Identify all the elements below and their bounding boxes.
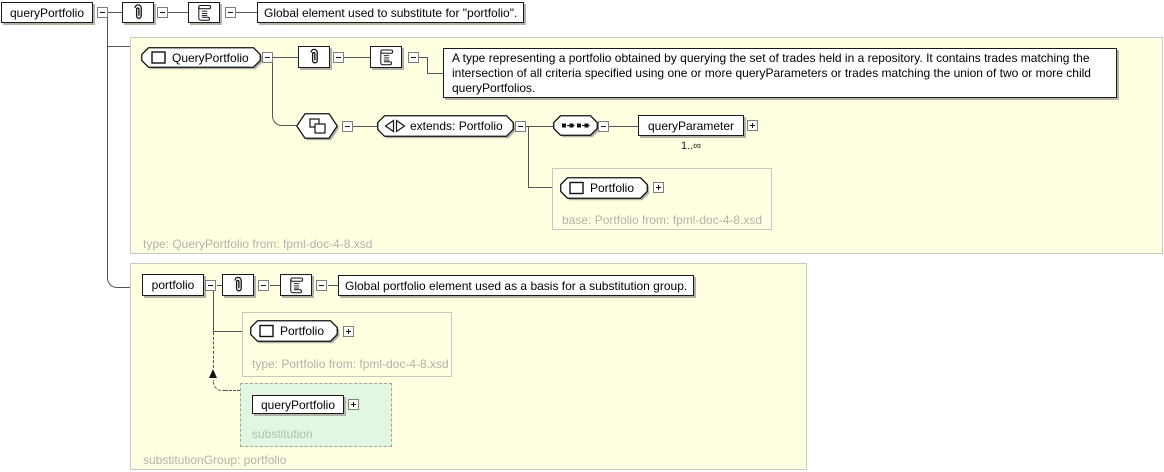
substitution-box	[240, 383, 392, 447]
overlapping-squares-icon	[309, 118, 326, 134]
extension-icon	[384, 119, 406, 133]
type-caption: type: Portfolio from: fpml-doc-4-8.xsd	[252, 357, 449, 371]
complextype-shape-portfolio[interactable]: Portfolio	[250, 320, 341, 345]
connector-line	[609, 126, 638, 127]
element-box-portfolio[interactable]: portfolio	[142, 274, 204, 296]
connector-line	[526, 126, 553, 127]
type-container	[242, 312, 452, 377]
connector-line	[353, 126, 377, 127]
connector-line	[213, 332, 214, 368]
documentation-icon-box[interactable]	[280, 274, 312, 296]
complextype-icon	[259, 324, 274, 338]
type-section-caption: type: QueryPortfolio from: fpml-doc-4-8.…	[143, 237, 373, 251]
collapse-toggle[interactable]	[342, 121, 353, 132]
connector-line	[528, 187, 552, 188]
collapse-toggle[interactable]	[97, 7, 108, 18]
annotation-text-box: Global element used to substitute for "p…	[257, 2, 525, 23]
connector-line	[107, 277, 120, 288]
base-type-container	[552, 168, 772, 230]
collapse-toggle[interactable]	[316, 280, 327, 291]
collapse-toggle[interactable]	[515, 121, 526, 132]
expand-toggle[interactable]	[653, 182, 664, 193]
scroll-icon	[198, 5, 212, 21]
expand-toggle[interactable]	[747, 120, 758, 131]
type-name: Portfolio	[280, 324, 325, 338]
annotation-text: Global element used to substitute for "p…	[264, 5, 518, 20]
base-type-caption: base: Portfolio from: fpml-doc-4-8.xsd	[562, 213, 763, 227]
element-box-queryparameter[interactable]: queryParameter	[638, 115, 744, 136]
connector-line	[273, 57, 298, 58]
documentation-icon-box[interactable]	[188, 2, 220, 23]
complextype-shape-queryportfolio[interactable]: QueryPortfolio	[141, 47, 264, 71]
paperclip-icon	[310, 48, 318, 64]
collapse-toggle[interactable]	[258, 280, 269, 291]
connector-line	[225, 390, 240, 391]
type-name: QueryPortfolio	[172, 50, 249, 65]
connector-line	[328, 285, 338, 286]
connector-line	[272, 63, 273, 116]
connector-line	[168, 12, 188, 13]
complextype-icon	[151, 51, 166, 64]
type-name: Portfolio	[590, 181, 635, 195]
annotation-text-box: Global portfolio element used as a basis…	[338, 275, 695, 296]
derivation-indicator[interactable]	[295, 113, 341, 142]
connector-line	[272, 116, 284, 126]
substitution-arrow-icon	[209, 369, 217, 378]
element-label: queryPortfolio	[260, 397, 336, 412]
collapse-toggle[interactable]	[408, 52, 419, 63]
connector-line	[528, 126, 529, 187]
connector-line	[344, 57, 370, 58]
element-label: portfolio	[151, 278, 195, 292]
collapse-toggle[interactable]	[205, 280, 216, 291]
element-label: queryPortfolio	[9, 5, 85, 20]
scroll-icon	[380, 49, 394, 66]
collapse-toggle[interactable]	[225, 7, 236, 18]
paperclip-icon	[234, 276, 242, 292]
connector-line	[217, 285, 222, 286]
annotation-text: A type representing a portfolio obtained…	[452, 51, 1091, 95]
element-box-queryportfolio-substitution[interactable]: queryPortfolio	[252, 395, 344, 414]
scroll-icon	[290, 277, 304, 294]
connector-line	[119, 287, 130, 288]
connector-line	[108, 12, 122, 13]
annotation-text-box: A type representing a portfolio obtained…	[443, 48, 1117, 98]
connector-line	[270, 285, 280, 286]
substitution-caption: substitution	[252, 427, 313, 441]
extension-shape[interactable]: extends: Portfolio	[377, 115, 517, 140]
paperclip-icon	[134, 4, 142, 19]
sequence-icon	[562, 123, 590, 128]
connector-line	[419, 57, 428, 58]
connector-line	[213, 291, 214, 331]
complextype-icon	[569, 181, 584, 195]
connector-line	[236, 12, 257, 13]
connector-line	[213, 380, 226, 391]
annotation-icon-box[interactable]	[298, 46, 330, 68]
connector-line	[427, 57, 428, 74]
complextype-shape-portfolio-base[interactable]: Portfolio	[560, 177, 651, 202]
collapse-toggle[interactable]	[157, 7, 168, 18]
connector-line	[107, 12, 108, 277]
connector-line	[427, 73, 443, 74]
collapse-toggle[interactable]	[598, 121, 609, 132]
substitutiongroup-caption: substitutionGroup: portfolio	[143, 453, 287, 467]
extension-label: extends: Portfolio	[410, 119, 503, 133]
annotation-icon-box[interactable]	[122, 2, 154, 23]
collapse-toggle[interactable]	[262, 52, 273, 63]
connector-line	[283, 125, 296, 126]
collapse-toggle[interactable]	[333, 52, 344, 63]
connector-line	[213, 331, 242, 332]
connector-line	[108, 46, 130, 47]
documentation-icon-box[interactable]	[370, 46, 402, 68]
element-box-queryportfolio[interactable]: queryPortfolio	[1, 2, 93, 23]
expand-toggle[interactable]	[348, 399, 359, 410]
occurrence-label: 1..∞	[680, 140, 702, 152]
annotation-text: Global portfolio element used as a basis…	[345, 278, 688, 293]
element-label: queryParameter	[647, 118, 735, 133]
sequence-indicator[interactable]	[553, 115, 601, 140]
annotation-icon-box[interactable]	[222, 274, 254, 296]
expand-toggle[interactable]	[343, 326, 354, 337]
